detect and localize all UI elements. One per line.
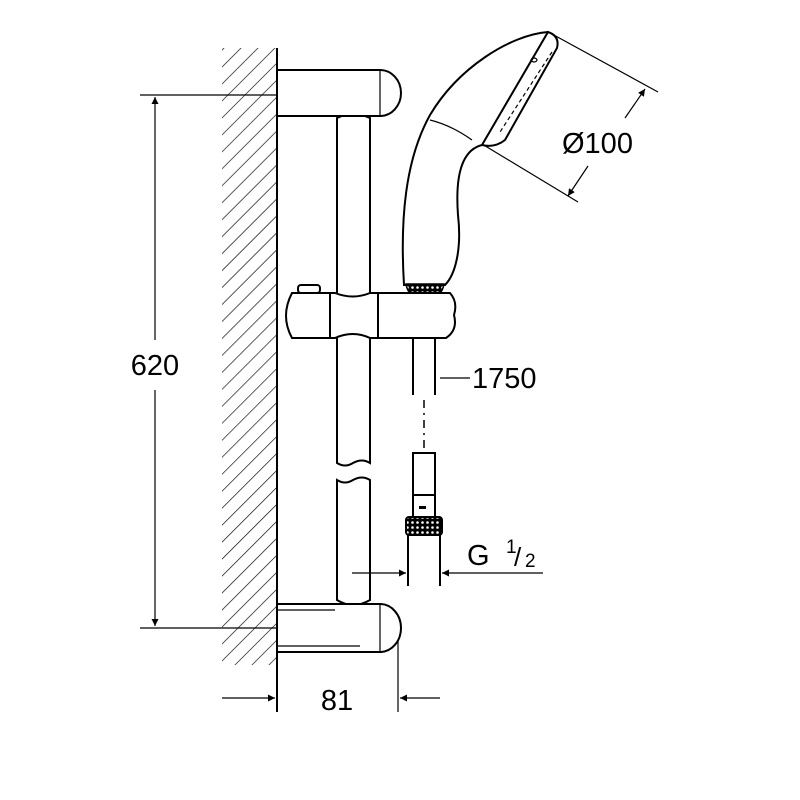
thread-letter: G <box>467 540 490 572</box>
bottom-wall-bracket <box>276 603 402 653</box>
thread-slash: / <box>514 542 522 572</box>
sliding-holder <box>285 284 457 339</box>
hose-nut <box>405 516 443 536</box>
shower-rail <box>336 113 371 606</box>
top-wall-bracket <box>276 69 402 117</box>
head-diameter-label: Ø100 <box>562 128 633 160</box>
head-diameter-dimension: Ø100 <box>481 33 659 203</box>
shower-hose <box>405 338 443 586</box>
slider-button <box>297 284 321 294</box>
thread-denominator: 2 <box>525 551 536 572</box>
thread-numerator: 1 <box>506 537 517 558</box>
hand-shower <box>401 30 559 301</box>
depth-label: 81 <box>321 685 353 717</box>
hose-length-dimension: 1750 <box>440 363 537 395</box>
height-dimension: 620 <box>131 94 277 629</box>
depth-dimension: 81 <box>222 640 440 717</box>
wall <box>222 48 278 712</box>
height-label: 620 <box>131 350 179 382</box>
thread-dimension: G 1 / 2 <box>352 537 543 577</box>
wall-hatching <box>222 48 277 665</box>
hose-length-label: 1750 <box>472 363 537 395</box>
